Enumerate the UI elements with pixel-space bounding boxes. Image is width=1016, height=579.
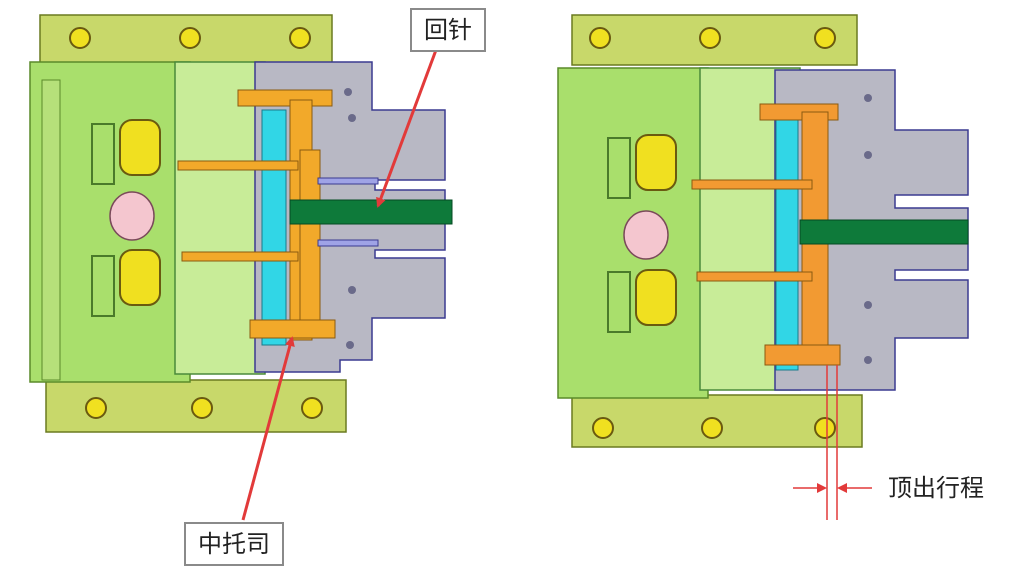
bolt-icon [179, 27, 201, 49]
right-pink-pin [623, 210, 669, 260]
bolt-icon [301, 397, 323, 419]
left-blue-part-a [317, 177, 379, 185]
middle-bush-label: 中托司 [184, 522, 284, 566]
bolt-icon [589, 27, 611, 49]
left-side-strip [41, 79, 61, 381]
right-lower-pin [696, 271, 813, 282]
left-lower-pin [181, 251, 299, 262]
ejection-stroke-label: 顶出行程 [888, 474, 984, 502]
right-clip-upper [635, 134, 677, 191]
left-orange-top-bar [237, 89, 333, 107]
bolt-icon [814, 417, 836, 439]
left-hole-1 [344, 88, 352, 96]
return-pin-label: 回针 [410, 8, 486, 52]
right-hole-4 [864, 356, 872, 364]
left-hole-4 [346, 341, 354, 349]
left-hole-3 [348, 286, 356, 294]
left-slot-upper [91, 123, 115, 185]
right-bolts [589, 27, 836, 439]
left-pink-pin [109, 191, 155, 241]
left-green-core [289, 199, 453, 225]
left-cyan-plate [261, 109, 287, 346]
right-cyan-plate [775, 119, 799, 371]
left-blue-part-b [317, 239, 379, 247]
left-upper-pin [177, 160, 299, 171]
right-clip-lower [635, 269, 677, 326]
left-orange-side [299, 149, 321, 321]
left-bolts [69, 27, 323, 419]
right-green-core [799, 219, 969, 245]
return-pin-arrow [376, 49, 438, 208]
bolt-icon [289, 27, 311, 49]
bolt-icon [699, 27, 721, 49]
right-hole-3 [864, 301, 872, 309]
bolt-icon [814, 27, 836, 49]
right-slot-upper [607, 137, 631, 199]
left-slot-lower [91, 255, 115, 317]
right-slot-lower [607, 271, 631, 333]
bolt-icon [701, 417, 723, 439]
right-orange-bottom-bar [764, 344, 841, 366]
bolt-icon [592, 417, 614, 439]
left-clip-lower [119, 249, 161, 306]
left-orange-bottom-bar [249, 319, 336, 339]
right-hole-2 [864, 151, 872, 159]
right-mold [557, 14, 969, 448]
bolt-icon [191, 397, 213, 419]
right-upper-pin [691, 179, 813, 190]
left-hole-2 [348, 114, 356, 122]
middle-bush-arrow [241, 336, 295, 521]
bolt-icon [85, 397, 107, 419]
left-mold [29, 14, 453, 433]
bolt-icon [69, 27, 91, 49]
right-hole-1 [864, 94, 872, 102]
left-clip-upper [119, 119, 161, 176]
